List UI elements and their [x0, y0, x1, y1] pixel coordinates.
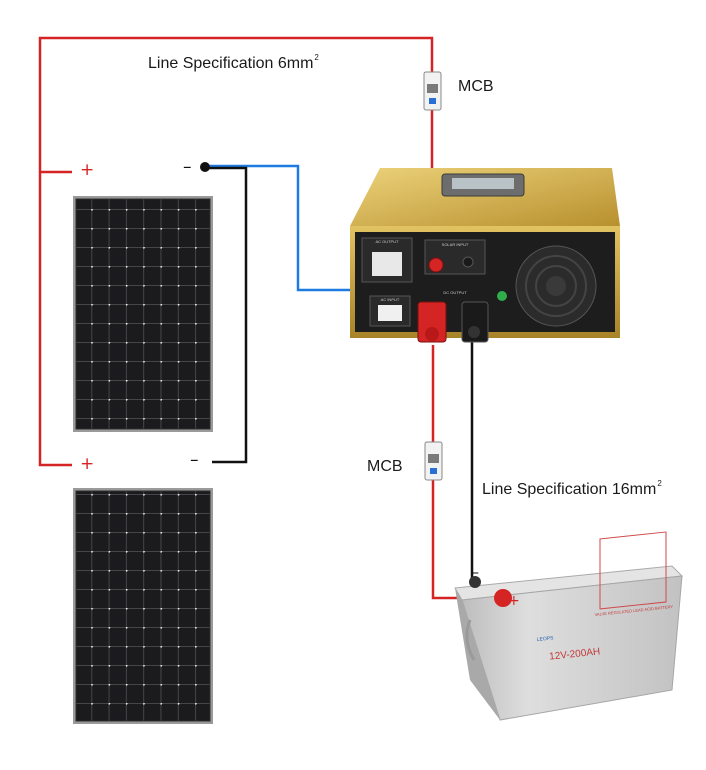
- junction-dot: [200, 162, 210, 172]
- panel-bottom-positive-sign: +: [80, 456, 94, 473]
- mcb-top: [424, 72, 441, 110]
- line-spec-top-superscript: 2: [314, 53, 318, 62]
- panel-bottom-negative-sign: –: [190, 452, 199, 469]
- charge-controller: AC OUTPUT SOLAR INPUT AC INPUT DC OUTPUT: [350, 168, 620, 342]
- panel-top-positive-sign: +: [80, 162, 94, 179]
- status-led: [497, 291, 507, 301]
- line-spec-bottom-label: Line Specification 16mm2: [482, 479, 662, 499]
- panel-top-negative-sign: –: [183, 159, 192, 176]
- mcb-bottom: [425, 442, 442, 480]
- battery-negative-sign: –: [472, 565, 479, 582]
- solar-input-positive-terminal: [429, 258, 443, 272]
- solar-panel-bottom: [73, 488, 213, 724]
- line-spec-bottom-superscript: 2: [657, 479, 661, 488]
- dc-output-label: DC OUTPUT: [443, 290, 467, 295]
- solar-input-label: SOLAR INPUT: [442, 242, 469, 247]
- battery-positive-sign: +: [508, 593, 520, 610]
- line-spec-top-label: Line Specification 6mm2: [148, 53, 319, 73]
- solar-input-negative-terminal: [463, 257, 473, 267]
- mcb-top-label: MCB: [458, 78, 494, 96]
- solar-panel-top: [73, 196, 213, 432]
- battery: VALVE REGULATED LEAD ACID BATTERY 12V-20…: [455, 532, 682, 720]
- ac-input-label: AC INPUT: [381, 297, 400, 302]
- line-spec-bottom-text: Line Specification 16mm: [482, 481, 656, 498]
- line-spec-top-text: Line Specification 6mm: [148, 55, 313, 72]
- mcb-bottom-label: MCB: [367, 458, 403, 476]
- ac-output-label: AC OUTPUT: [375, 239, 399, 244]
